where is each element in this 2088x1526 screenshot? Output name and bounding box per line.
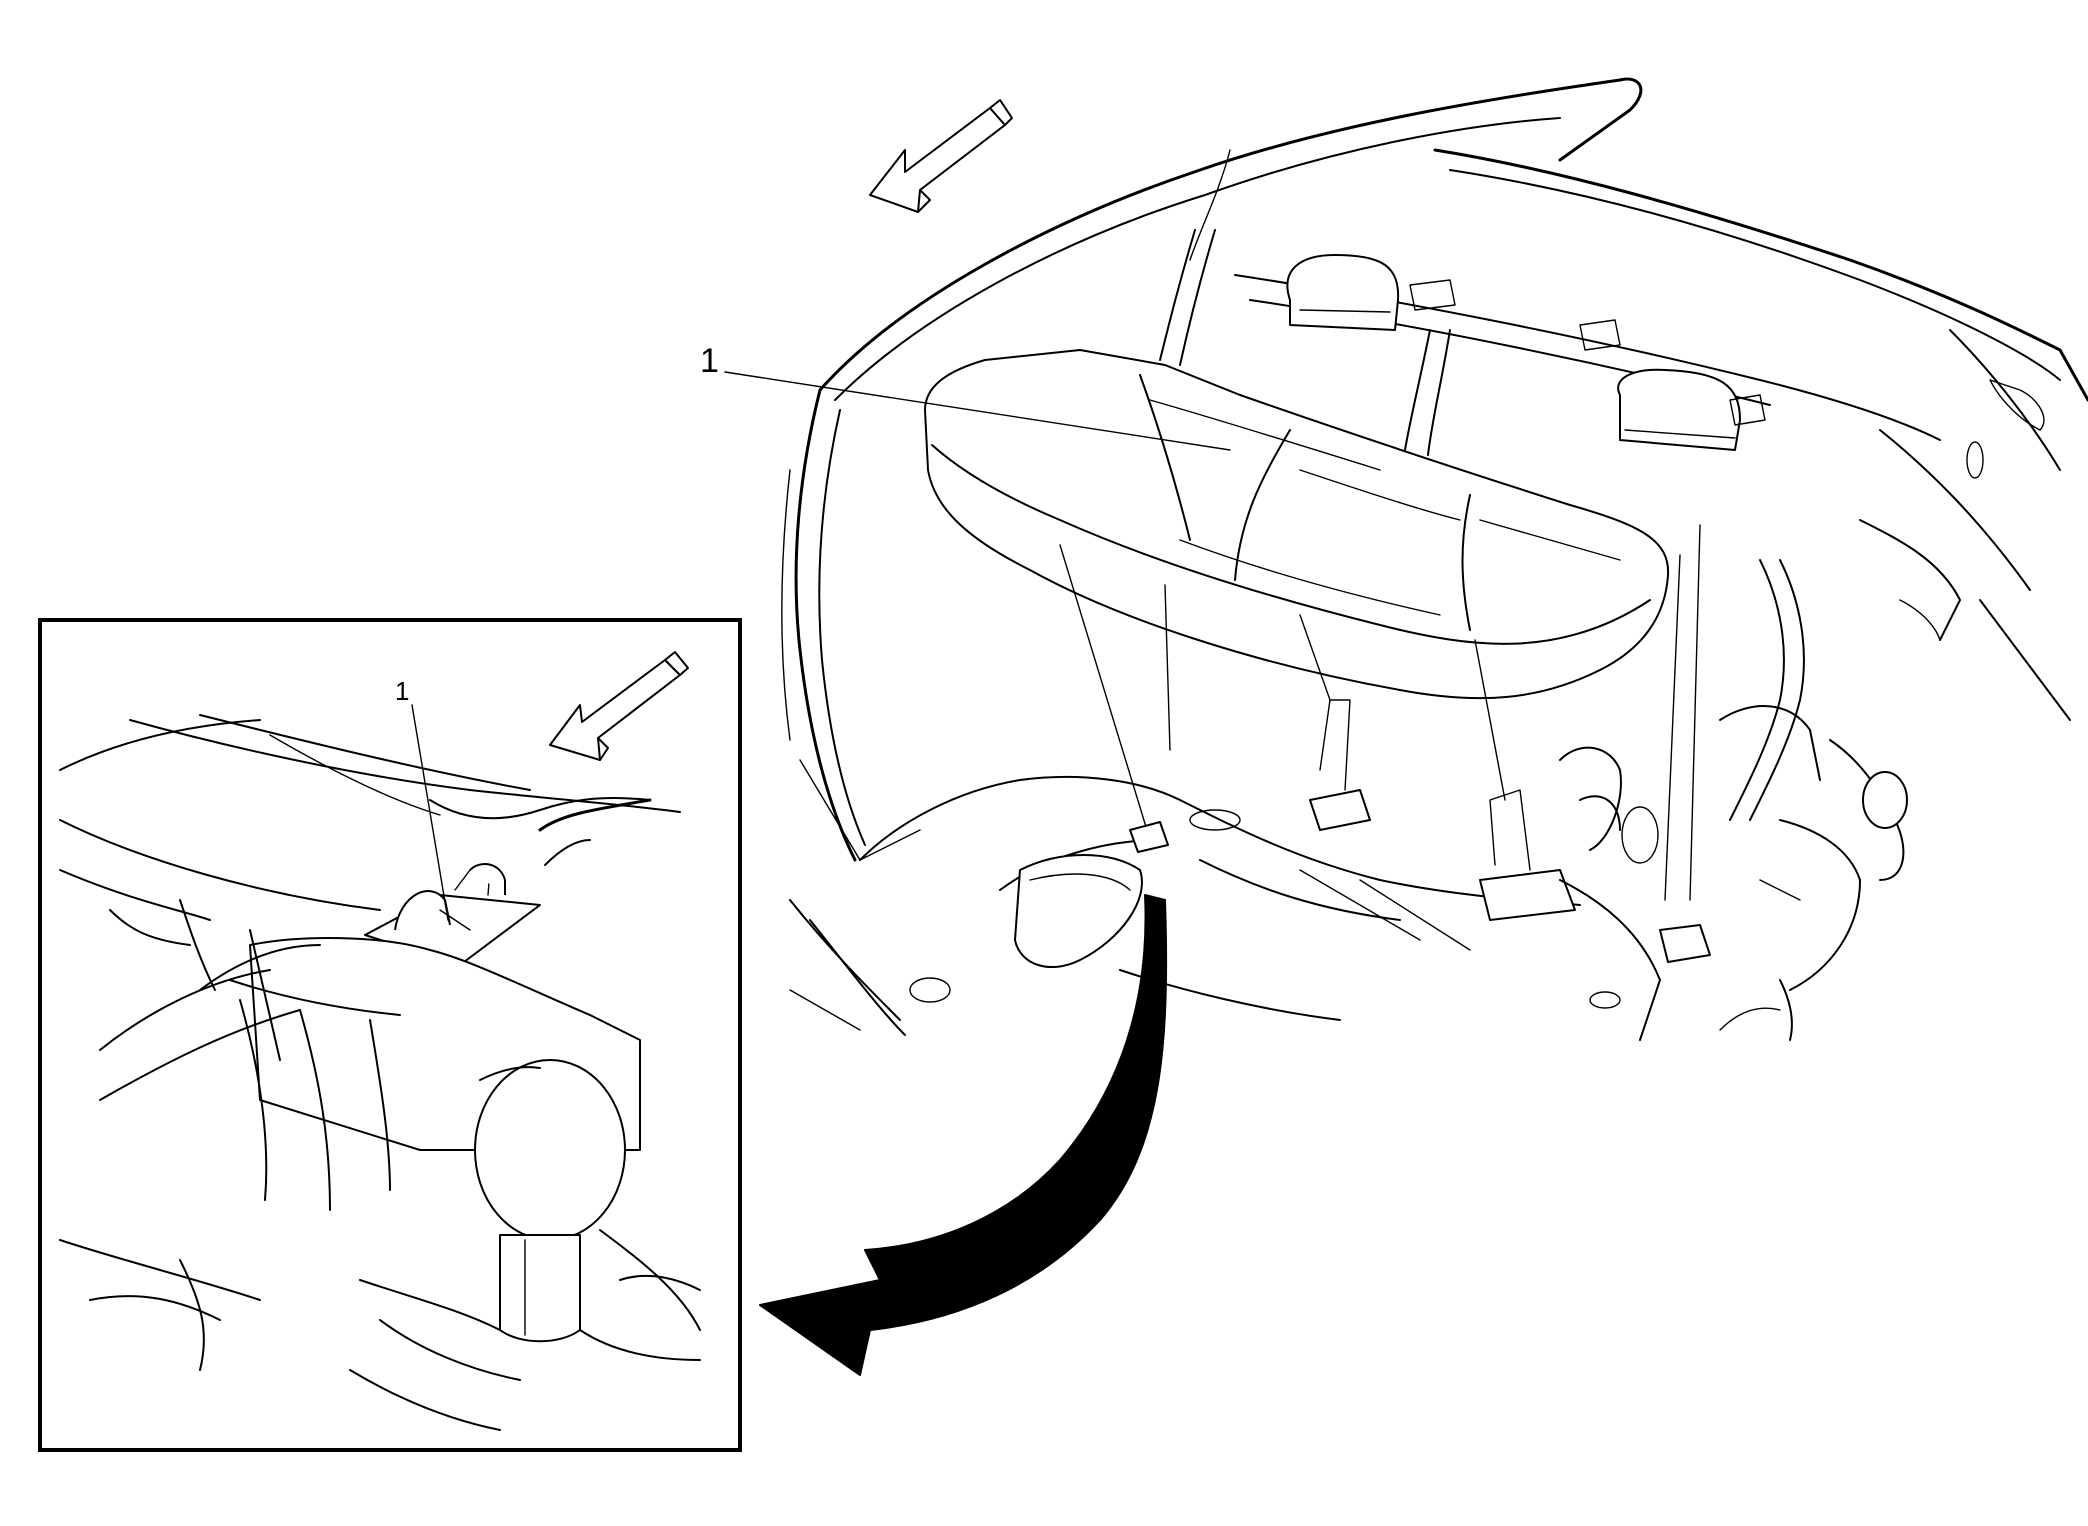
headrest-cap: [474, 1059, 626, 1241]
forward-direction-arrow-icon: [869, 99, 1013, 213]
curved-detail-arrow-icon: [759, 894, 1168, 1376]
detail-callout-label: 1: [395, 676, 409, 706]
callout-label: 1: [700, 342, 719, 380]
forward-direction-arrow-icon: [549, 651, 689, 761]
rear-seat-cushion: [924, 349, 1670, 700]
detail-inset: 1: [38, 618, 742, 1452]
vehicle-interior-view: 1: [700, 77, 2088, 1041]
